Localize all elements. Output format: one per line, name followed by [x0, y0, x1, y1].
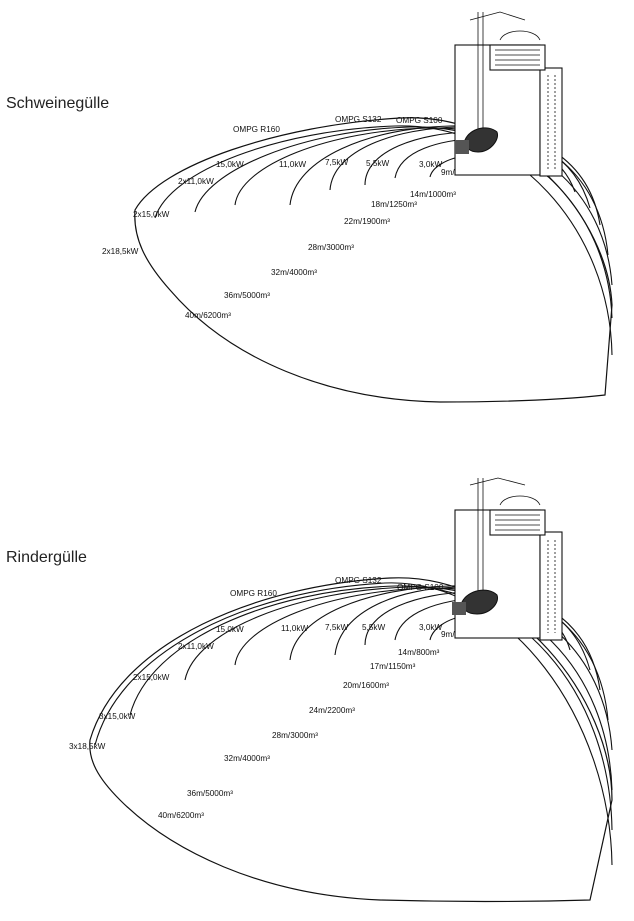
- range-label: 36m/5000m³: [224, 291, 270, 300]
- range-label: 40m/6200m³: [158, 811, 204, 820]
- range-label: 18m/1250m³: [371, 200, 417, 209]
- power-label: 3,0kW: [419, 160, 442, 169]
- power-label: 2x15,0kW: [133, 210, 170, 219]
- range-label: 36m/5000m³: [187, 789, 233, 798]
- model-label: OMPG R160: [230, 589, 277, 598]
- mixer-platform-icon: [454, 11, 563, 177]
- range-arc: [94, 582, 613, 866]
- diagram-rinderguelle: Rindergülle OMPG R160 OMPG S132 OMPG S10…: [6, 477, 613, 903]
- power-label: 15,0kW: [216, 160, 244, 169]
- power-label: 2x11,0kW: [178, 177, 214, 186]
- range-label: 40m/6200m³: [185, 311, 231, 320]
- range-label: 24m/2200m³: [309, 706, 355, 715]
- model-label: OMPG S132: [335, 576, 382, 585]
- range-label: 20m/1600m³: [343, 681, 389, 690]
- range-arc: [289, 125, 609, 256]
- power-label: 3x18,5kW: [69, 742, 106, 751]
- model-label: OMPG S100: [396, 116, 443, 125]
- range-label: 14m/800m³: [398, 648, 440, 657]
- power-label: 7,5kW: [325, 158, 348, 167]
- range-label: 14m/1000m³: [410, 190, 456, 199]
- model-label: OMPG R160: [233, 125, 280, 134]
- range-label: 17m/1150m³: [370, 662, 416, 671]
- range-label: 22m/1900m³: [344, 217, 390, 226]
- section-title-schwein: Schweinegülle: [6, 95, 109, 112]
- power-label: 11,0kW: [281, 624, 308, 633]
- power-label: 11,0kW: [279, 160, 306, 169]
- power-label: 2x18,5kW: [102, 247, 139, 256]
- section-title-rind: Rindergülle: [6, 549, 87, 566]
- range-label: 28m/3000m³: [308, 243, 354, 252]
- range-arc: [154, 125, 613, 356]
- diagram-schweineguelle: Schweinegülle OMPG R160 OMPG S132 OMPG S…: [6, 11, 613, 403]
- power-label: 3x15,0kW: [99, 712, 136, 721]
- power-label: 7,5kW: [325, 623, 348, 632]
- power-label: 3,0kW: [419, 623, 442, 632]
- basin-outline: [134, 117, 613, 403]
- range-arc: [129, 585, 613, 831]
- power-label: 5,5kW: [366, 159, 389, 168]
- basin-outline: [89, 577, 613, 903]
- model-label: OMPG S100: [397, 583, 444, 592]
- power-label: 2x15,0kW: [133, 673, 170, 682]
- range-label: 32m/4000m³: [224, 754, 270, 763]
- range-label: 28m/3000m³: [272, 731, 318, 740]
- power-label: 5,5kW: [362, 623, 385, 632]
- power-label: 15,0kW: [216, 625, 244, 634]
- range-arc: [184, 586, 613, 791]
- mixer-platform-icon: [452, 477, 563, 641]
- range-label: 32m/4000m³: [271, 268, 317, 277]
- range-arcs: [134, 117, 613, 403]
- power-label: 2x11,0kW: [178, 642, 214, 651]
- model-label: OMPG S132: [335, 115, 382, 124]
